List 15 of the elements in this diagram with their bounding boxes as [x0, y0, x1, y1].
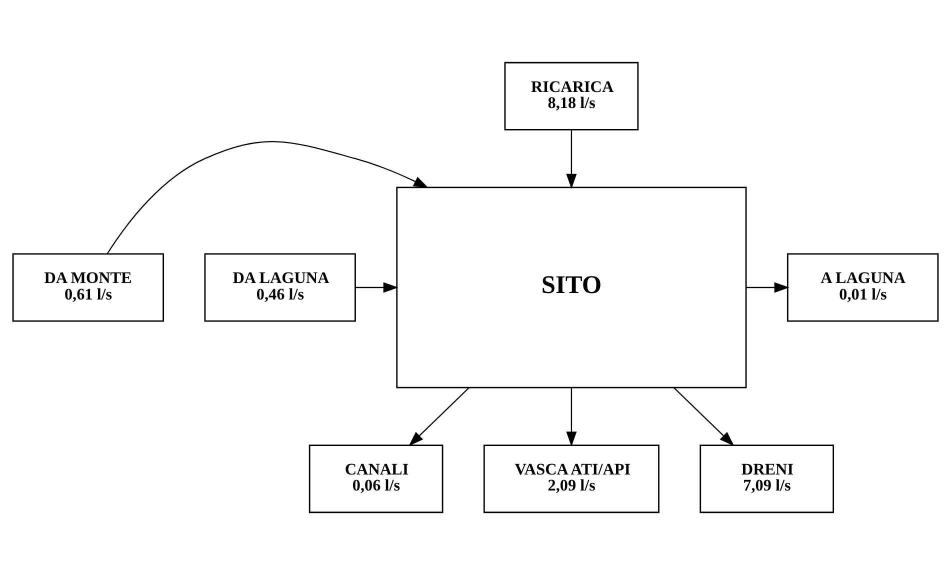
node-box: RICARICA 8,18 l/s: [504, 61, 639, 130]
node-box: A LAGUNA 0,01 l/s: [786, 252, 939, 322]
arrow: [673, 386, 734, 446]
arrow: [106, 140, 429, 254]
arrow: [566, 387, 577, 446]
node-box: CANALI 0,06 l/s: [308, 444, 444, 513]
node-box: VASCA ATI/API 2,09 l/s: [483, 444, 660, 513]
node-box: DA MONTE 0,61 l/s: [12, 252, 164, 322]
arrow: [408, 386, 470, 446]
arrow: [746, 282, 790, 292]
arrow: [356, 282, 398, 292]
node-box: DA LAGUNA 0,46 l/s: [204, 252, 356, 322]
node-box: DRENI 7,09 l/s: [700, 444, 834, 513]
node-box: SITO: [396, 186, 747, 388]
arrow: [566, 129, 577, 188]
